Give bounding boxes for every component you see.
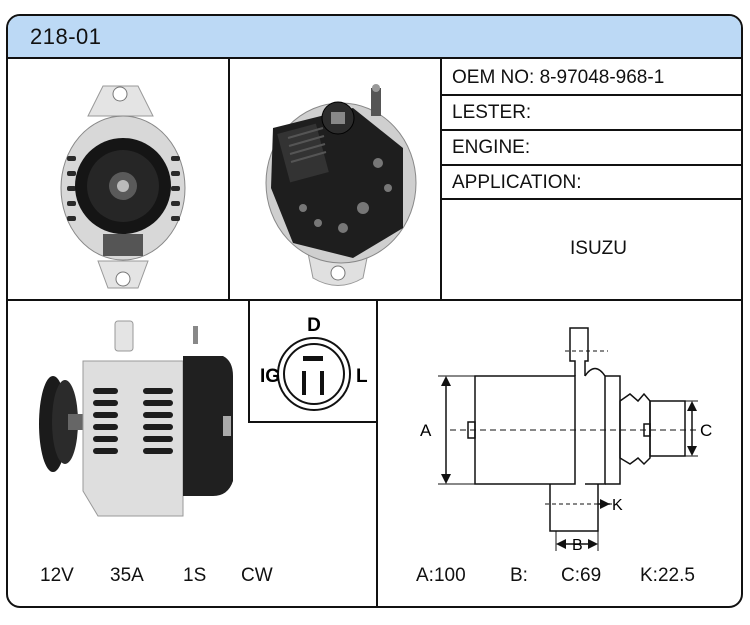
grid-divider [440, 94, 741, 96]
dimension-label-b: B [572, 537, 583, 554]
dimension-label-c: C [700, 421, 712, 440]
application-label: APPLICATION: [452, 172, 582, 193]
grid-divider [228, 59, 230, 301]
connector-plug-diagram: D IG L [260, 315, 368, 411]
dimension-c-value: C:69 [561, 565, 602, 586]
alternator-rear-view-image [265, 84, 417, 286]
grid-divider [248, 421, 378, 423]
application-value: ISUZU [570, 238, 627, 259]
spec-rotation: CW [241, 565, 273, 586]
grid-divider [440, 198, 741, 200]
oem-number-label: OEM NO: 8-97048-968-1 [452, 67, 665, 88]
spec-amperage: 35A [110, 565, 144, 586]
grid-divider [376, 299, 378, 606]
dimension-label-a: A [420, 421, 432, 440]
grid-divider [248, 299, 250, 423]
header-bar: 218-01 [8, 16, 741, 59]
dimension-diagram: A C B K [420, 327, 712, 554]
part-number-title: 218-01 [30, 24, 102, 49]
dimension-b-value: B: [510, 565, 528, 586]
grid-divider [440, 59, 442, 301]
connector-label-l: L [356, 366, 368, 387]
spec-sheet-frame: 218-01 OEM NO: 8-97048-968-1 LESTER: ENG… [6, 14, 743, 608]
alternator-side-view-image [39, 320, 233, 517]
spec-voltage: 12V [40, 565, 74, 586]
grid-divider [8, 299, 741, 301]
dimension-label-k: K [612, 497, 623, 514]
lester-label: LESTER: [452, 102, 532, 123]
dimension-a-value: A:100 [416, 565, 466, 586]
engine-label: ENGINE: [452, 137, 531, 158]
connector-label-d: D [307, 315, 321, 336]
spec-pulley: 1S [183, 565, 207, 586]
connector-label-ig: IG [260, 366, 280, 387]
grid-divider [440, 164, 741, 166]
grid-divider [440, 129, 741, 131]
dimension-k-value: K:22.5 [640, 565, 695, 586]
alternator-front-view-image [60, 85, 186, 289]
